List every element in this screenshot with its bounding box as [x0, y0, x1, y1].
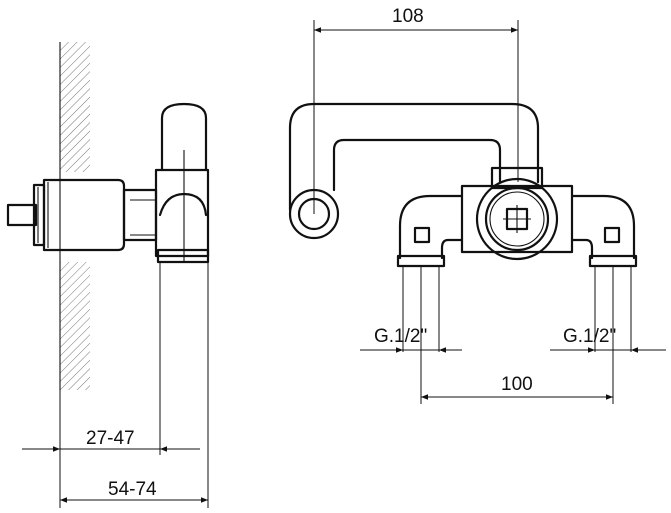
dimension-depth-max: 54-74 [60, 479, 208, 503]
label-thread-right: G.1/2" [563, 326, 616, 347]
dimension-spacing: 100 [421, 374, 613, 400]
side-view: 27-47 54-74 [6, 42, 210, 508]
front-view: 108 [288, 6, 666, 404]
side-spout [156, 102, 210, 264]
label-depth-min: 27-47 [86, 428, 135, 449]
label-thread-left: G.1/2" [374, 326, 427, 347]
label-width-top: 108 [392, 6, 424, 27]
side-valve-body [6, 168, 210, 258]
mixer-body [460, 166, 574, 261]
right-inlet-elbow [570, 194, 638, 404]
dimension-thread-right: G.1/2" [550, 326, 666, 353]
label-depth-max: 54-74 [108, 479, 157, 500]
left-inlet-elbow [396, 194, 464, 404]
wall-hatch [59, 42, 90, 390]
dimension-depth-min: 27-47 [22, 428, 200, 452]
dimension-width-top: 108 [314, 6, 518, 33]
dimension-thread-left: G.1/2" [360, 326, 462, 353]
label-spacing: 100 [501, 374, 533, 395]
front-spout [288, 20, 540, 240]
